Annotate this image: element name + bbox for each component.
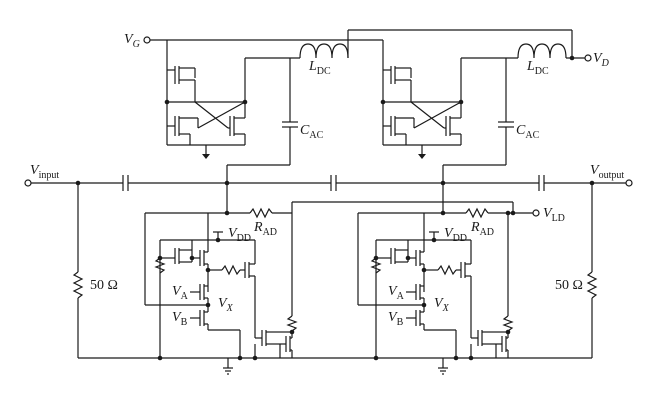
vg-label: VG xyxy=(124,32,140,51)
capacitor-cac-left xyxy=(224,58,298,186)
vinput-terminal xyxy=(24,179,32,187)
va-right-label: VA xyxy=(388,284,404,303)
voutput-terminal xyxy=(625,179,633,187)
vx-right-label: VX xyxy=(434,296,449,315)
ldc-right-label: LDC xyxy=(527,59,549,78)
inductor-ldc-left xyxy=(299,40,349,59)
termination-resistor-left xyxy=(72,183,84,358)
vx-left-label: VX xyxy=(218,296,233,315)
cac-left-label: CAC xyxy=(300,123,324,142)
ground-rail xyxy=(78,357,592,375)
vb-left-label: VB xyxy=(172,310,188,329)
vld-label: VLD xyxy=(543,206,565,225)
vd-label: VD xyxy=(593,51,609,70)
detector-cell-right xyxy=(357,183,540,361)
cac-right-label: CAC xyxy=(516,123,540,142)
vld-terminal xyxy=(532,209,540,217)
detector-cell-left xyxy=(144,183,513,361)
ldc-left-label: LDC xyxy=(309,59,331,78)
vdd-left-label: VDD xyxy=(228,226,252,245)
termination-resistor-right xyxy=(586,183,598,358)
cross-coupled-cell-right xyxy=(380,57,518,159)
vdd-right-label: VDD xyxy=(444,226,468,245)
cross-coupled-cell-left xyxy=(164,57,300,159)
vg-terminal xyxy=(143,36,151,44)
gate-supply-net xyxy=(143,29,575,65)
rad-left-label: RAD xyxy=(254,220,278,239)
vd-terminal xyxy=(584,54,592,62)
capacitor-cac-right xyxy=(440,58,514,186)
voutput-label: Voutput xyxy=(590,163,625,182)
inductor-ldc-right xyxy=(517,43,592,62)
res-left-label: 50 Ω xyxy=(90,278,118,293)
vinput-label: Vinput xyxy=(30,163,60,182)
ground-arrow-icon xyxy=(418,154,426,159)
vb-right-label: VB xyxy=(388,310,404,329)
rad-right-label: RAD xyxy=(471,220,495,239)
signal-line xyxy=(24,175,633,191)
ground-arrow-icon xyxy=(202,154,210,159)
res-right-label: 50 Ω xyxy=(555,278,583,293)
va-left-label: VA xyxy=(172,284,188,303)
